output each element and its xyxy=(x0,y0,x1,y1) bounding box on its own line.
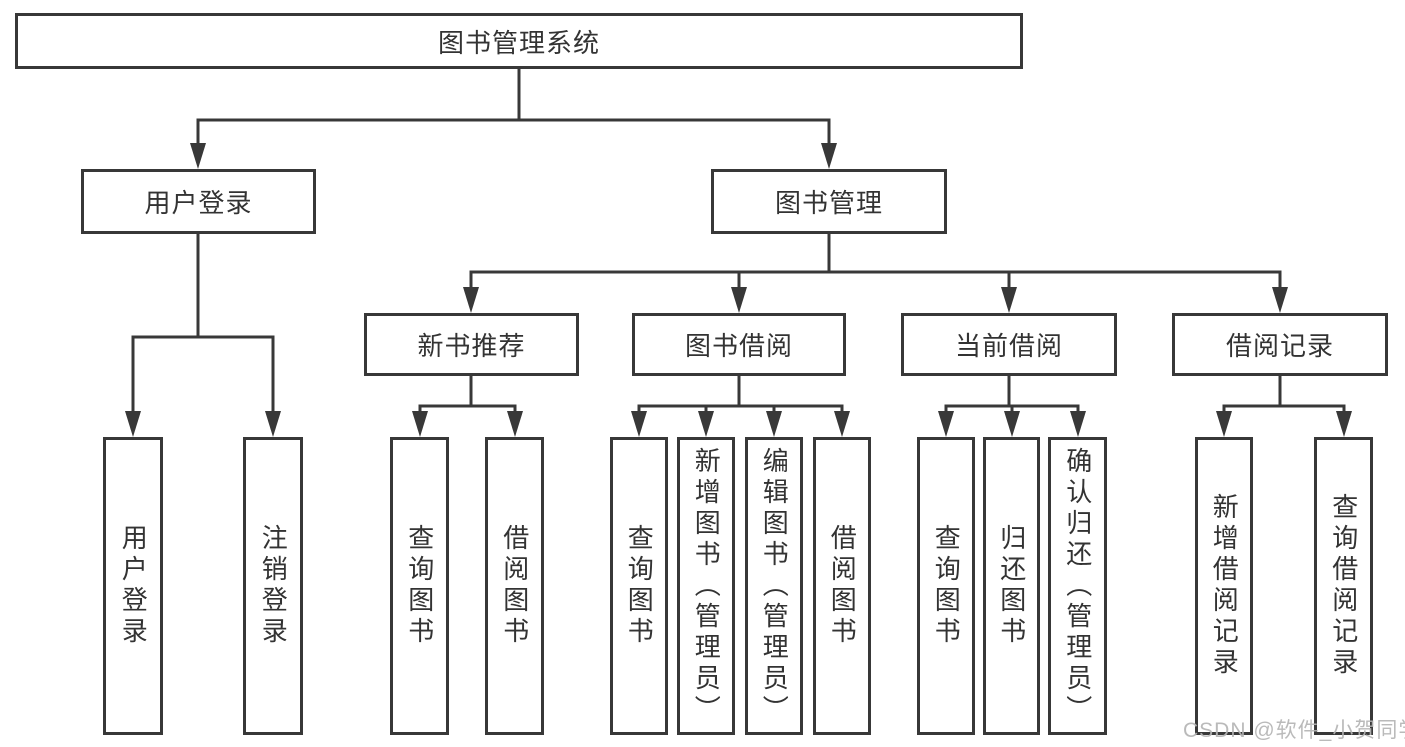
node-current-borrowing: 当前借阅 xyxy=(901,313,1117,376)
node-book-management-label: 图书管理 xyxy=(774,188,883,218)
leaf-records-add-borrow-record: 新增借阅记录 xyxy=(1195,437,1253,735)
leaf-borrowing-borrow-books: 借阅图书 xyxy=(813,437,871,735)
leaf-borrowing-edit-books-admin: 编辑图书（管理员） xyxy=(745,437,803,735)
node-current-borrowing-label: 当前借阅 xyxy=(954,331,1063,361)
csdn-watermark: CSDN @软件_小贺同学 xyxy=(1183,719,1405,742)
node-root-library-system: 图书管理系统 xyxy=(15,13,1023,69)
leaf-user-login-label: 用户登录 xyxy=(118,524,149,648)
leaf-recommend-query-books: 查询图书 xyxy=(390,437,449,735)
leaf-logout: 注销登录 xyxy=(243,437,303,735)
leaf-records-query-borrow-record: 查询借阅记录 xyxy=(1314,437,1373,735)
leaf-borrowing-add-books-admin: 新增图书（管理员） xyxy=(677,437,735,735)
leaf-user-login: 用户登录 xyxy=(103,437,163,735)
leaf-recommend-borrow-books: 借阅图书 xyxy=(485,437,544,735)
node-book-management: 图书管理 xyxy=(711,169,947,234)
node-book-borrowing-label: 图书借阅 xyxy=(684,331,793,361)
node-new-book-recommend-label: 新书推荐 xyxy=(417,331,526,361)
leaf-current-return-books-label: 归还图书 xyxy=(996,524,1027,648)
leaf-borrowing-add-books-admin-label: 新增图书（管理员） xyxy=(691,446,722,726)
leaf-current-query-books-label: 查询图书 xyxy=(931,524,962,648)
node-user-login: 用户登录 xyxy=(81,169,316,234)
node-borrowing-records: 借阅记录 xyxy=(1172,313,1388,376)
leaf-current-confirm-return-admin: 确认归还（管理员） xyxy=(1048,437,1107,735)
node-borrowing-records-label: 借阅记录 xyxy=(1225,331,1334,361)
leaf-borrowing-borrow-books-label: 借阅图书 xyxy=(827,524,858,648)
leaf-borrowing-query-books: 查询图书 xyxy=(610,437,668,735)
leaf-borrowing-query-books-label: 查询图书 xyxy=(624,524,655,648)
node-user-login-label: 用户登录 xyxy=(144,188,253,218)
leaf-current-return-books: 归还图书 xyxy=(983,437,1040,735)
leaf-current-confirm-return-admin-label: 确认归还（管理员） xyxy=(1062,446,1093,726)
node-book-borrowing: 图书借阅 xyxy=(632,313,846,376)
leaf-current-query-books: 查询图书 xyxy=(917,437,975,735)
leaf-recommend-query-books-label: 查询图书 xyxy=(404,524,435,648)
node-root-label: 图书管理系统 xyxy=(437,27,600,58)
leaf-borrowing-edit-books-admin-label: 编辑图书（管理员） xyxy=(759,446,790,726)
leaf-records-add-borrow-record-label: 新增借阅记录 xyxy=(1209,493,1240,679)
node-new-book-recommend: 新书推荐 xyxy=(364,313,579,376)
leaf-recommend-borrow-books-label: 借阅图书 xyxy=(499,524,530,648)
leaf-records-query-borrow-record-label: 查询借阅记录 xyxy=(1328,493,1359,679)
leaf-logout-label: 注销登录 xyxy=(258,524,289,648)
